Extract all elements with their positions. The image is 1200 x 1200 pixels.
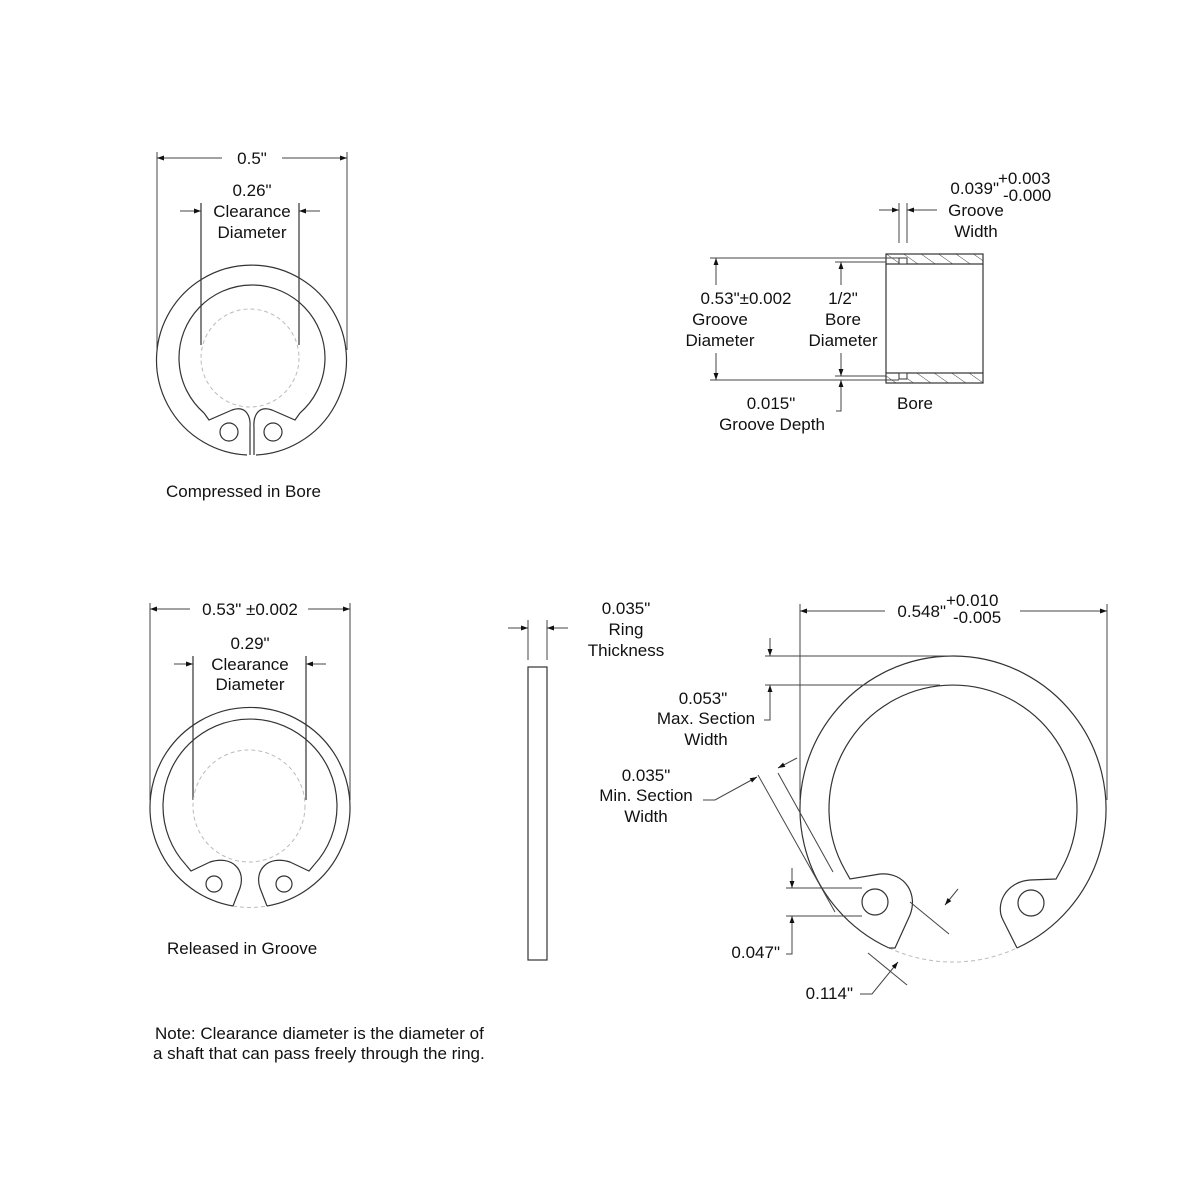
clearance-label: Clearance	[211, 655, 289, 674]
compressed-ring-view: 0.5" 0.26" Clearance Diameter Compressed…	[155, 149, 348, 501]
dimension-arrow	[944, 888, 959, 906]
thickness-label: Thickness	[588, 641, 665, 660]
note: Note: Clearance diameter is the diameter…	[153, 1024, 485, 1063]
note-line: Note: Clearance diameter is the diameter…	[155, 1024, 484, 1043]
ring-outer-edge	[155, 264, 348, 456]
groove-depth-value: 0.015"	[747, 394, 796, 413]
overall-diameter-label: 0.53" ±0.002	[202, 600, 298, 619]
groove-width-label: Groove	[948, 201, 1004, 220]
groove-width-label: Width	[954, 222, 997, 241]
groove-notch	[898, 372, 908, 380]
extension-line	[909, 901, 950, 935]
groove-diameter-value: 0.53"±0.002	[701, 289, 792, 308]
leader-line	[860, 961, 899, 995]
ring-lug-left	[203, 408, 251, 455]
lug-hole	[219, 422, 239, 442]
ring-lug-left	[844, 869, 914, 949]
ring-outer-edge	[149, 706, 351, 907]
clearance-value: 0.26"	[232, 181, 271, 200]
lug-hole	[1017, 889, 1045, 917]
dimension-arrow	[777, 757, 798, 769]
ring-hidden-edge	[888, 947, 1018, 963]
bore-diameter-value: 1/2"	[828, 289, 858, 308]
bore-wall-bottom	[885, 372, 984, 384]
clearance-circle	[200, 308, 300, 408]
lug-width-value: 0.114"	[806, 984, 853, 1003]
released-ring-view: 0.53" ±0.002 0.29" Clearance Diameter Re…	[149, 600, 351, 958]
leader-line	[764, 705, 771, 721]
free-diameter-tolerance-plus: +0.010	[946, 591, 998, 610]
groove-notch	[898, 257, 908, 265]
ring-inner-edge	[828, 684, 1078, 871]
ring-inner-edge	[178, 284, 326, 414]
view-caption: Bore	[897, 394, 933, 413]
view-caption: Released in Groove	[167, 939, 317, 958]
max-section-value: 0.053"	[679, 689, 728, 708]
max-section-label: Width	[684, 730, 727, 749]
lug-hole	[205, 875, 223, 893]
clearance-value: 0.29"	[230, 634, 269, 653]
ring-lug-right	[253, 408, 301, 455]
ring-lug-left	[185, 859, 242, 907]
ring-lug-right	[258, 859, 315, 907]
clearance-label: Diameter	[218, 223, 287, 242]
groove-width-value: 0.039"	[950, 179, 999, 198]
thickness-value: 0.035"	[602, 599, 651, 618]
leader-line	[836, 400, 842, 412]
clearance-label: Diameter	[216, 675, 285, 694]
free-diameter-value: 0.548"	[897, 602, 946, 621]
min-section-label: Min. Section	[599, 786, 693, 805]
clearance-circle	[192, 749, 306, 863]
ring-detail-view: 0.548" +0.010 -0.005 0.053" Max. Section…	[599, 591, 1108, 1003]
max-section-label: Max. Section	[657, 709, 755, 728]
hole-diameter-value: 0.047"	[731, 943, 780, 962]
groove-width-tolerance-minus: -0.000	[1003, 186, 1051, 205]
bore-diameter-label: Bore	[825, 310, 861, 329]
groove-diameter-label: Diameter	[686, 331, 755, 350]
thickness-label: Ring	[609, 620, 644, 639]
ring-inner-edge	[162, 718, 338, 866]
view-caption: Compressed in Bore	[166, 482, 321, 501]
leader-line	[786, 936, 793, 955]
extension-line	[757, 774, 836, 913]
min-section-value: 0.035"	[622, 766, 671, 785]
ring-lug-right	[999, 869, 1062, 949]
note-line: a shaft that can pass freely through the…	[153, 1044, 485, 1063]
leader-line	[703, 776, 758, 801]
bore-wall-top	[885, 253, 984, 265]
ring-edge-profile	[527, 666, 548, 961]
groove-diameter-label: Groove	[692, 310, 748, 329]
overall-diameter-label: 0.5"	[237, 149, 267, 168]
lug-hole	[275, 875, 293, 893]
ring-hidden-edge	[232, 905, 268, 908]
min-section-label: Width	[624, 807, 667, 826]
free-diameter-tolerance-minus: -0.005	[953, 608, 1001, 627]
ring-side-view: 0.035" Ring Thickness	[508, 599, 665, 961]
extension-line	[777, 772, 834, 873]
extension-line	[867, 952, 908, 986]
groove-depth-label: Groove Depth	[719, 415, 825, 434]
lug-hole	[263, 422, 283, 442]
lug-hole	[861, 888, 889, 916]
groove-width-tolerance-plus: +0.003	[998, 169, 1050, 188]
bore-section-view: 0.039" +0.003 -0.000 Groove Width 0.53"±…	[686, 169, 1052, 434]
clearance-label: Clearance	[213, 202, 291, 221]
bore-diameter-label: Diameter	[809, 331, 878, 350]
ring-outer-edge	[799, 655, 1107, 949]
